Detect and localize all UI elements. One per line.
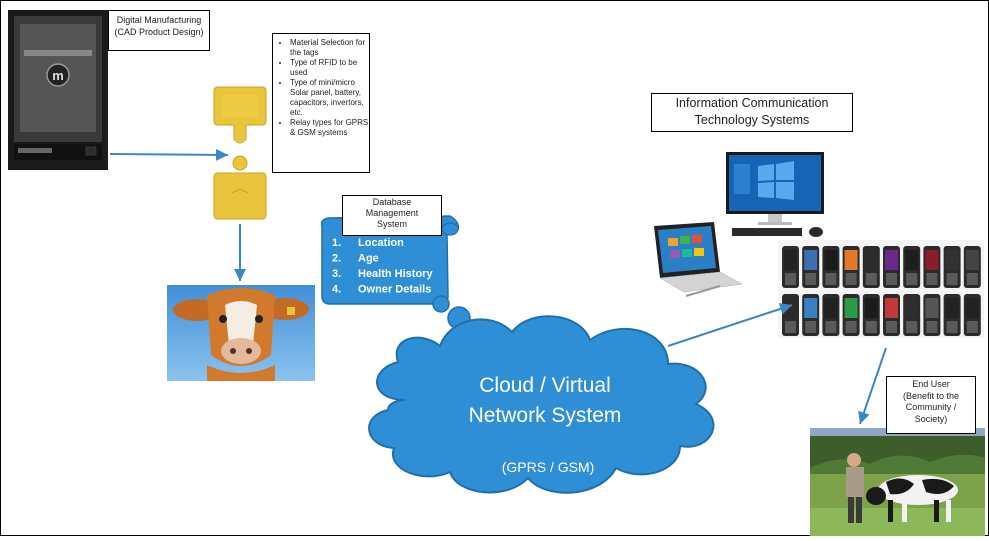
cloud-subtitle: (GPRS / GSM) — [502, 459, 595, 475]
arrow-cloud-to-devices — [667, 303, 793, 347]
mobile-phone-screen — [844, 250, 858, 270]
database-field-label: Location — [358, 237, 404, 249]
arrow-printer-to-tag — [109, 148, 229, 161]
database-field-label: Age — [358, 253, 379, 265]
mobile-phone-screen — [965, 250, 979, 270]
tablet-laptop-image — [650, 220, 745, 300]
mobile-phone-keypad — [845, 321, 857, 333]
mobile-phone-screen — [905, 298, 919, 318]
mobile-phone-keypad — [946, 321, 958, 333]
mobile-phone-screen — [864, 298, 878, 318]
tag-requirement-item: Material Selection for the tags — [290, 38, 369, 58]
tag-requirements-list: Material Selection for the tagsType of R… — [273, 38, 369, 138]
mobile-phone-keypad — [886, 321, 897, 333]
mobile-phone-keypad — [966, 321, 978, 333]
mobile-phone-screen — [864, 250, 878, 270]
cow-photo — [167, 285, 315, 381]
mobile-phone-keypad — [845, 273, 857, 285]
mobile-phone-screen — [824, 298, 838, 318]
mobile-phone-screen — [885, 250, 898, 270]
mobile-phone-keypad — [825, 273, 837, 285]
database-fields-list: 1. Location 2. Age 3. Health History 4. Owner D… — [332, 237, 433, 296]
mobile-phone-screen — [925, 298, 939, 318]
rfid-ear-tag-bottom — [210, 155, 270, 223]
database-field-number: 1. — [332, 237, 341, 249]
rfid-ear-tag-top — [210, 85, 270, 150]
svg-text:m: m — [52, 68, 64, 83]
cloud-title-line1: Cloud / Virtual — [479, 374, 611, 397]
end-user-label: End User (Benefit to the Community / Soc… — [886, 376, 976, 434]
mobile-phone-keypad — [966, 273, 978, 285]
mobile-phone-keypad — [926, 321, 938, 333]
arrow-devices-to-end-user — [858, 347, 887, 425]
mobile-phone-screen — [804, 250, 818, 270]
mobile-phone-screen — [905, 250, 919, 270]
mobile-phone-screen — [945, 250, 959, 270]
mobile-phone-keypad — [825, 321, 837, 333]
mobile-phone-screen — [925, 250, 939, 270]
mobile-phone-screen — [824, 250, 838, 270]
mobile-phone-screen — [784, 250, 797, 270]
database-management-label: Database Management System — [342, 195, 442, 236]
mobile-phone-screen — [945, 298, 959, 318]
farmer-with-cow-photo — [810, 428, 985, 536]
mobile-phone-screen — [885, 298, 898, 318]
mobile-phone-keypad — [886, 273, 897, 285]
cloud-shape — [368, 315, 715, 494]
tag-requirement-item: Type of RFID to be used — [290, 58, 369, 78]
mobile-phones-image — [778, 240, 984, 338]
cloud-title-line2: Network System — [469, 404, 622, 427]
mobile-phone-keypad — [785, 273, 796, 285]
mobile-phone-keypad — [926, 273, 938, 285]
mobile-phone-keypad — [805, 321, 817, 333]
3d-printer-image: m — [8, 10, 108, 170]
database-field-number: 4. — [332, 284, 341, 296]
mobile-phone-keypad — [865, 321, 877, 333]
mobile-phone-keypad — [805, 273, 817, 285]
tag-requirement-item: Type of mini/micro Solar panel, battery,… — [290, 78, 369, 118]
database-field-number: 3. — [332, 268, 341, 280]
mobile-phone-screen — [965, 298, 979, 318]
mobile-phone-keypad — [865, 273, 877, 285]
database-field-number: 2. — [332, 253, 341, 265]
mobile-phone-screen — [804, 298, 818, 318]
tag-requirement-item: Relay types for GPRS & GSM systems — [290, 118, 369, 138]
digital-manufacturing-label: Digital Manufacturing (CAD Product Desig… — [108, 10, 210, 51]
mobile-phone-keypad — [906, 321, 918, 333]
mobile-phone-keypad — [785, 321, 796, 333]
ict-systems-label: Information Communication Technology Sys… — [651, 93, 853, 132]
tag-requirements-box: Material Selection for the tagsType of R… — [272, 33, 370, 173]
mobile-phone-keypad — [946, 273, 958, 285]
database-field-label: Owner Details — [358, 284, 431, 296]
mobile-phone-screen — [844, 298, 858, 318]
database-field-label: Health History — [358, 268, 433, 280]
desktop-computer-image — [720, 150, 830, 240]
mobile-phone-keypad — [906, 273, 918, 285]
